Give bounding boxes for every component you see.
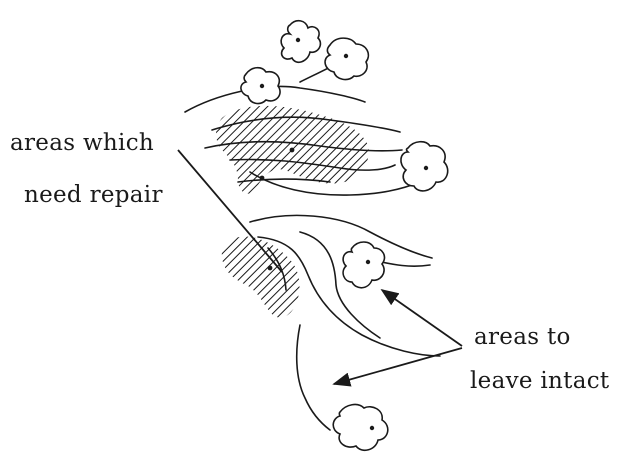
label-need-repair: need repair <box>24 180 163 210</box>
label-leave-intact: leave intact <box>470 366 609 396</box>
contour-line <box>297 325 330 430</box>
intact-blob <box>343 242 384 288</box>
intact-blob <box>281 21 320 63</box>
intact-areas <box>241 21 448 451</box>
intact-blob <box>333 405 388 451</box>
arrow-to-intact-lower <box>334 348 462 384</box>
repair-area-lower <box>222 237 300 318</box>
repair-areas <box>216 106 369 318</box>
label-areas-to: areas to <box>474 322 571 352</box>
label-areas-which: areas which <box>10 128 154 158</box>
arrow-to-intact-upper <box>382 290 462 346</box>
intact-blob <box>401 142 448 191</box>
intact-blob <box>325 38 368 79</box>
